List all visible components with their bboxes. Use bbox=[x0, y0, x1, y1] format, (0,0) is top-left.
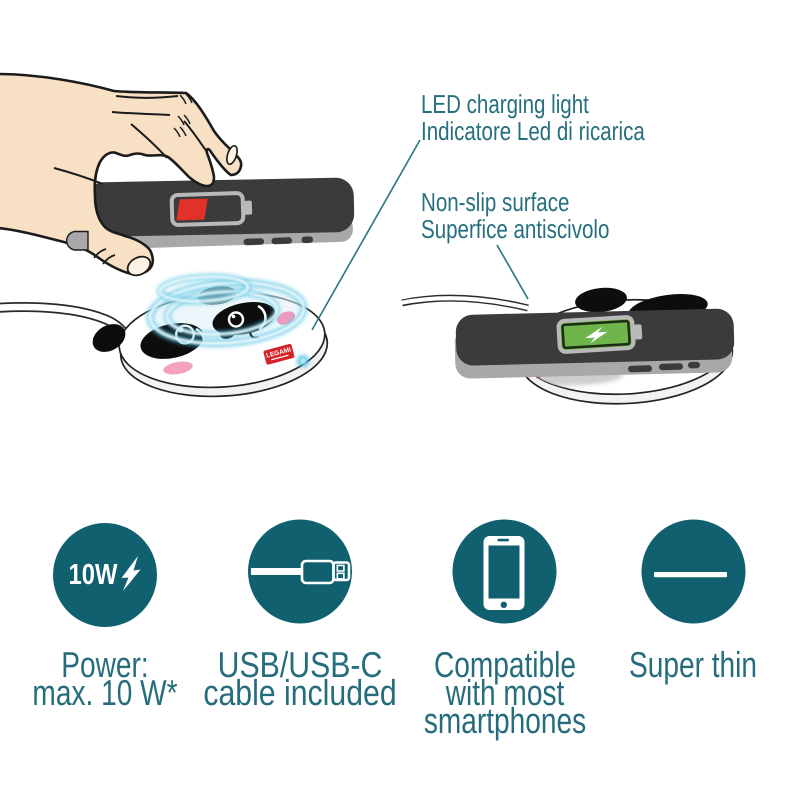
svg-text:10W: 10W bbox=[69, 559, 118, 591]
